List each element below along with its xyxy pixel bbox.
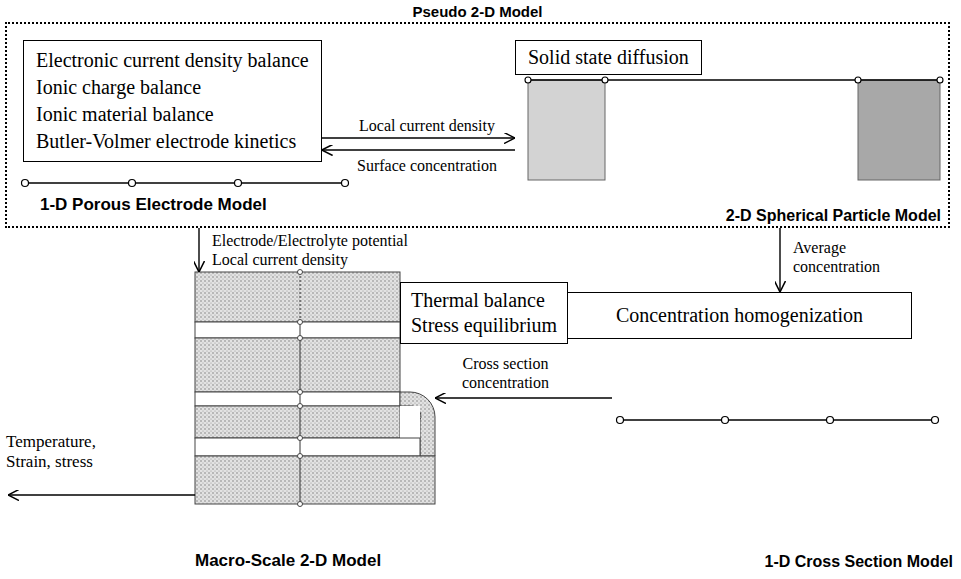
model-label: 1-D Porous Electrode Model [40, 195, 267, 215]
electrode-layer [195, 338, 400, 392]
collector-layer [195, 392, 400, 406]
mesh-node [932, 417, 939, 424]
edge-label: Average concentration [793, 238, 903, 276]
mesh-node [342, 180, 349, 187]
edge-label: Cross section concentration [448, 354, 563, 392]
particle-square [528, 80, 605, 180]
mesh-node [298, 454, 303, 459]
edge-label: Surface concentration [352, 156, 502, 175]
box-text: Thermal balance [411, 288, 557, 313]
mesh-node [722, 417, 729, 424]
mesh-node [298, 390, 303, 395]
macro-model: Macro-Scale 2-D Model [195, 272, 435, 572]
flow-arrow [779, 228, 780, 292]
mesh-line [528, 79, 940, 80]
model-heading: Macro-Scale 2-D Model [195, 551, 381, 571]
mesh-line [300, 272, 301, 322]
mesh-node [298, 404, 303, 409]
edge-label: Local current density [352, 116, 502, 135]
cross-section-model: 1-D Cross Section Model [612, 395, 957, 572]
mesh-node [937, 77, 943, 83]
mesh-node [525, 77, 531, 83]
model-heading: Pseudo 2-D Model [412, 3, 542, 20]
mesh-node [298, 320, 303, 325]
particle-square [858, 80, 940, 180]
process-box: Thermal balanceStress equilibrium [400, 282, 568, 344]
mesh-node [298, 336, 303, 341]
box-text: Concentration homogenization [582, 303, 897, 328]
box-text: Ionic charge balance [36, 74, 309, 101]
mesh-line [25, 182, 345, 184]
macro-cell-layers [195, 270, 435, 507]
mesh-node [298, 502, 303, 507]
flow-arrow [435, 397, 612, 398]
flow-arrow [322, 137, 515, 138]
box-text: Butler-Volmer electrode kinetics [36, 128, 309, 155]
mesh-node [617, 417, 624, 424]
mesh-node [298, 270, 303, 275]
porous-electrode-mesh [22, 180, 349, 187]
equation-box: Electronic current density balanceIonic … [23, 40, 322, 162]
model-label: Temperature, Strain, stress [6, 432, 116, 472]
box-text: Ionic material balance [36, 101, 309, 128]
electrode-layer [195, 406, 400, 438]
model-heading: 2-D Spherical Particle Model [726, 207, 941, 225]
mesh-line [300, 322, 301, 504]
mesh-node [855, 77, 861, 83]
mesh-line [620, 419, 935, 421]
mesh-node [235, 180, 242, 187]
process-box: Solid state diffusion [515, 40, 702, 75]
mesh-node [298, 436, 303, 441]
separator-layer [195, 322, 400, 338]
mesh-node [129, 180, 136, 187]
electrode-layer [195, 272, 400, 322]
process-box: Concentration homogenization [567, 292, 912, 339]
flow-arrow [198, 228, 199, 272]
separator-layer [195, 438, 420, 456]
output-arrow [8, 494, 195, 495]
particle-model: 2-D Spherical Particle Model Solid state … [515, 40, 945, 226]
mesh-node [22, 180, 29, 187]
model-heading: 1-D Cross Section Model [765, 553, 953, 571]
mesh-node [827, 417, 834, 424]
flow-arrow [322, 149, 515, 150]
box-text: Electronic current density balance [36, 47, 309, 74]
electrode-layer [195, 456, 435, 504]
box-text: Solid state diffusion [528, 45, 689, 70]
mesh-node [602, 77, 608, 83]
particle-mesh [525, 77, 943, 180]
edge-label: Electrode/Electrolyte potential Local cu… [212, 231, 437, 269]
cross-section-mesh [617, 417, 939, 424]
box-text: Stress equilibrium [411, 313, 557, 338]
